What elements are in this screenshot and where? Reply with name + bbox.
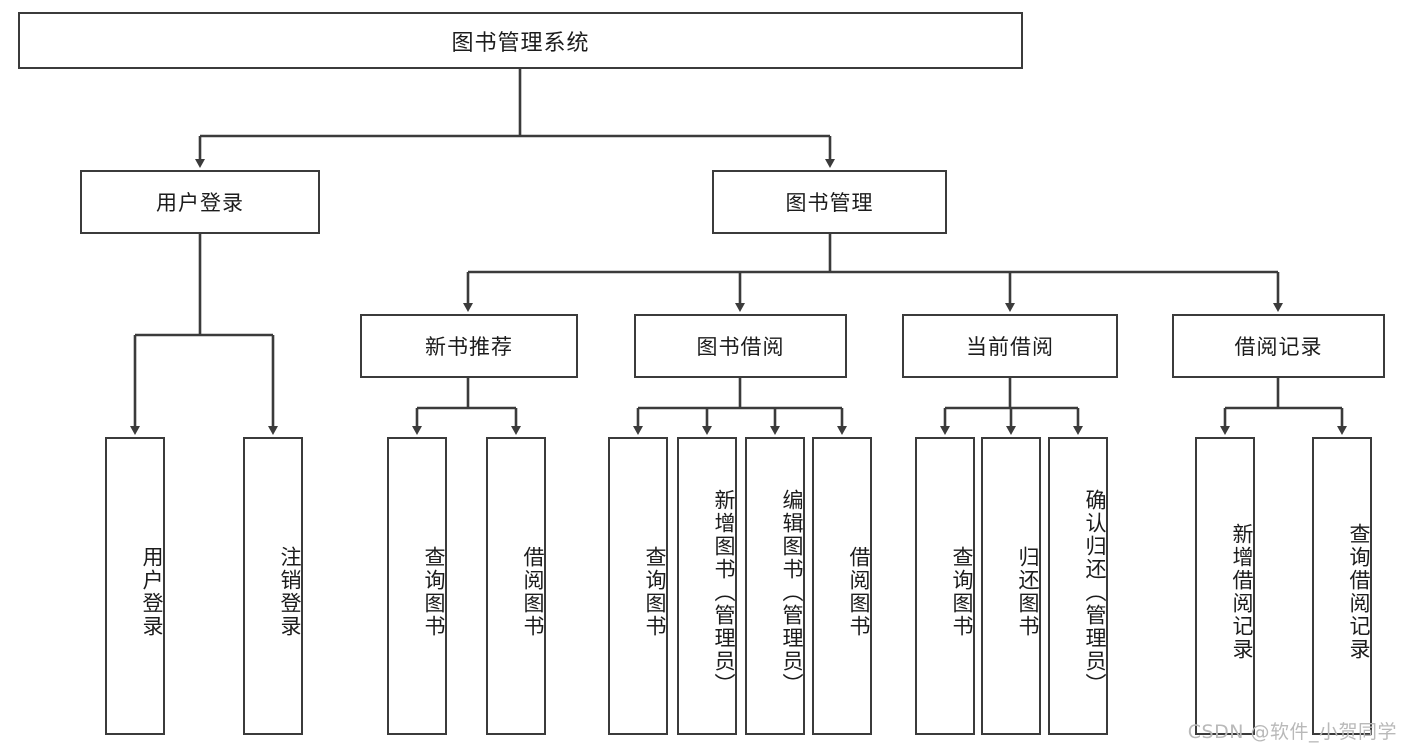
- node-user-login[interactable]: 用户登录: [80, 170, 320, 234]
- node-leaf-borrow-book-2[interactable]: 借阅图书: [812, 437, 872, 735]
- node-leaf-query-book-3-label: 查询图书: [950, 546, 974, 638]
- node-leaf-borrow-book-1-label: 借阅图书: [521, 546, 545, 638]
- node-leaf-user-login-label: 用户登录: [140, 546, 164, 638]
- node-user-login-label: 用户登录: [156, 191, 244, 215]
- node-leaf-borrow-book-2-label: 借阅图书: [847, 546, 871, 638]
- node-leaf-confirm-return[interactable]: 确认归还（管理员）: [1048, 437, 1108, 735]
- node-leaf-edit-book-label: 编辑图书（管理员）: [780, 488, 804, 696]
- node-root-label: 图书管理系统: [451, 30, 590, 56]
- node-leaf-query-book-3[interactable]: 查询图书: [915, 437, 975, 735]
- node-new-book-rec[interactable]: 新书推荐: [360, 314, 578, 378]
- node-leaf-add-book-label: 新增图书（管理员）: [712, 488, 736, 696]
- node-current-borrow[interactable]: 当前借阅: [902, 314, 1118, 378]
- node-book-manage-label: 图书管理: [785, 191, 874, 215]
- node-leaf-query-book-2-label: 查询图书: [643, 546, 667, 638]
- node-leaf-user-logout-label: 注销登录: [278, 546, 302, 638]
- csdn-watermark: CSDN @软件_小贺同学: [1187, 721, 1397, 743]
- node-leaf-edit-book[interactable]: 编辑图书（管理员）: [745, 437, 805, 735]
- node-leaf-confirm-return-label: 确认归还（管理员）: [1083, 488, 1107, 696]
- node-leaf-query-record-label: 查询借阅记录: [1347, 523, 1371, 661]
- node-leaf-user-login[interactable]: 用户登录: [105, 437, 165, 735]
- node-leaf-return-book-label: 归还图书: [1016, 546, 1040, 638]
- node-leaf-add-record[interactable]: 新增借阅记录: [1195, 437, 1255, 735]
- node-borrow-record[interactable]: 借阅记录: [1172, 314, 1385, 378]
- node-leaf-user-logout[interactable]: 注销登录: [243, 437, 303, 735]
- node-new-book-rec-label: 新书推荐: [425, 335, 513, 359]
- node-borrow-record-label: 借阅记录: [1234, 335, 1323, 359]
- node-root[interactable]: 图书管理系统: [18, 12, 1023, 69]
- node-leaf-add-book[interactable]: 新增图书（管理员）: [677, 437, 737, 735]
- node-book-borrow-label: 图书借阅: [696, 335, 785, 359]
- node-leaf-query-book-1[interactable]: 查询图书: [387, 437, 447, 735]
- node-leaf-return-book[interactable]: 归还图书: [981, 437, 1041, 735]
- node-leaf-add-record-label: 新增借阅记录: [1230, 523, 1254, 661]
- node-leaf-query-record[interactable]: 查询借阅记录: [1312, 437, 1372, 735]
- node-book-borrow[interactable]: 图书借阅: [634, 314, 847, 378]
- node-leaf-query-book-1-label: 查询图书: [422, 546, 446, 638]
- node-leaf-borrow-book-1[interactable]: 借阅图书: [486, 437, 546, 735]
- node-leaf-query-book-2[interactable]: 查询图书: [608, 437, 668, 735]
- node-book-manage[interactable]: 图书管理: [712, 170, 947, 234]
- node-current-borrow-label: 当前借阅: [966, 335, 1054, 359]
